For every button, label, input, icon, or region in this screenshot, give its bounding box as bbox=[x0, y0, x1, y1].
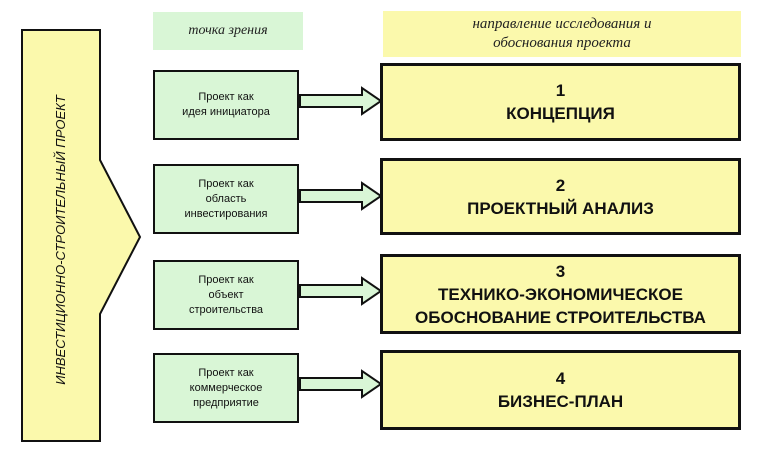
direction-header: направление исследования и обоснования п… bbox=[383, 11, 741, 57]
stage-title-4: БИЗНЕС-ПЛАН bbox=[497, 392, 624, 411]
viewpoint-box-2: Проект как область инвестирования bbox=[153, 164, 299, 234]
stage-box-1: 1 КОНЦЕПЦИЯ bbox=[380, 63, 741, 141]
viewpoint-box-4: Проект как коммерческое предприятие bbox=[153, 353, 299, 423]
stage-title-2: ПРОЕКТНЫЙ АНАЛИЗ bbox=[467, 198, 654, 218]
stage-box-4: 4 БИЗНЕС-ПЛАН bbox=[380, 350, 741, 430]
stage-title-1: КОНЦЕПЦИЯ bbox=[506, 104, 615, 123]
stage-number-1: 1 bbox=[555, 81, 566, 100]
stage-title-3: ТЕХНИКО-ЭКОНОМИЧЕСКОЕ ОБОСНОВАНИЕ СТРОИТ… bbox=[415, 284, 706, 327]
row-arrow-4 bbox=[299, 369, 383, 399]
direction-header-text: направление исследования и обоснования п… bbox=[472, 16, 652, 51]
row-arrow-3 bbox=[299, 276, 383, 306]
viewpoint-box-1: Проект как идея инициатора bbox=[153, 70, 299, 140]
stage-number-3: 3 bbox=[555, 261, 566, 281]
row-arrow-1 bbox=[299, 86, 383, 116]
row-arrow-2 bbox=[299, 181, 383, 211]
stage-box-3: 3 ТЕХНИКО-ЭКОНОМИЧЕСКОЕ ОБОСНОВАНИЕ СТРО… bbox=[380, 254, 741, 334]
stage-number-4: 4 bbox=[555, 369, 566, 388]
stage-number-2: 2 bbox=[555, 175, 566, 195]
viewpoint-header: точка зрения bbox=[153, 12, 303, 50]
viewpoint-box-3: Проект как объект строительства bbox=[153, 260, 299, 330]
project-label: ИНВЕСТИЦИОННО-СТРОИТЕЛЬНЫЙ ПРОЕКТ bbox=[52, 95, 68, 385]
project-arrow bbox=[21, 29, 142, 442]
stage-box-2: 2 ПРОЕКТНЫЙ АНАЛИЗ bbox=[380, 158, 741, 235]
